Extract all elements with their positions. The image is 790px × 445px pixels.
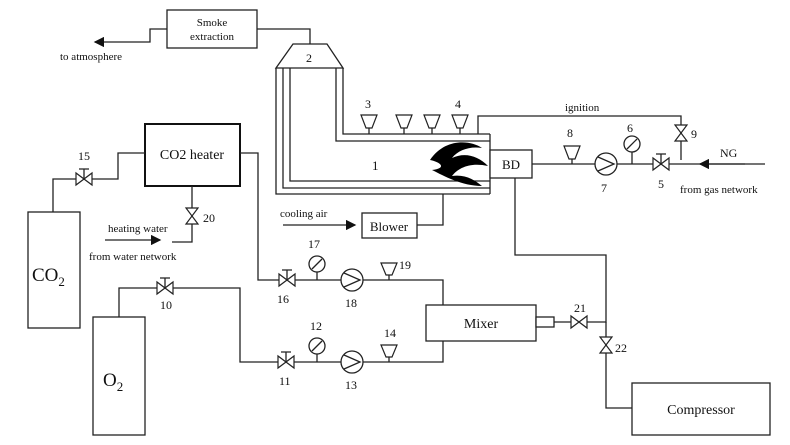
bd-label: BD bbox=[502, 157, 520, 172]
valve-16 bbox=[278, 269, 296, 288]
label-9: 9 bbox=[691, 127, 697, 141]
label-4: 4 bbox=[455, 97, 461, 111]
furnace-outer-wall bbox=[275, 68, 490, 195]
co2-heater-label: CO2 heater bbox=[160, 148, 224, 163]
furnace-wall-inner-top-2 bbox=[335, 68, 490, 142]
smoke-extraction-label-2: extraction bbox=[190, 31, 234, 43]
gauge-17 bbox=[308, 255, 326, 280]
label-1: 1 bbox=[372, 158, 379, 173]
label-6: 6 bbox=[627, 121, 633, 135]
label-7: 7 bbox=[601, 181, 607, 195]
blower-box bbox=[361, 212, 418, 239]
sensor-8 bbox=[563, 145, 581, 164]
atmosphere-outlet-line bbox=[93, 28, 167, 48]
furnace-wall-3 bbox=[289, 68, 490, 182]
heater-outlet-line bbox=[240, 152, 280, 281]
co2-heater-box bbox=[144, 123, 241, 187]
label-18: 18 bbox=[345, 296, 357, 310]
co2-cylinder bbox=[27, 211, 81, 329]
sensor-4 bbox=[451, 114, 469, 134]
label-10: 10 bbox=[160, 298, 172, 312]
bd-burner-box bbox=[489, 149, 533, 179]
valve-22 bbox=[598, 336, 614, 354]
sensor-3c bbox=[423, 114, 441, 134]
label-13: 13 bbox=[345, 378, 357, 392]
valve-11 bbox=[277, 351, 295, 370]
to-atmosphere-label: to atmosphere bbox=[60, 51, 122, 63]
label-19: 19 bbox=[399, 258, 411, 272]
compressor-line bbox=[605, 322, 632, 409]
o2-cylinder-label: O2 bbox=[103, 370, 123, 394]
hood-to-extraction-line bbox=[257, 28, 311, 44]
blower-label: Blower bbox=[370, 219, 409, 234]
gauge-6 bbox=[623, 135, 641, 164]
ng-label: NG bbox=[720, 146, 738, 160]
pump-18 bbox=[340, 268, 364, 292]
co2-branch-line bbox=[280, 279, 444, 305]
heating-water-label: heating water bbox=[108, 223, 168, 235]
from-water-network-label: from water network bbox=[89, 251, 177, 263]
smoke-extraction-label-1: Smoke bbox=[197, 17, 228, 29]
label-12: 12 bbox=[310, 319, 322, 333]
label-14: 14 bbox=[384, 326, 396, 340]
ignition-label: ignition bbox=[565, 102, 600, 114]
valve-20 bbox=[184, 207, 200, 225]
label-3: 3 bbox=[365, 97, 371, 111]
valve-9 bbox=[673, 124, 689, 142]
label-8: 8 bbox=[567, 126, 573, 140]
mixer-nozzle bbox=[535, 316, 555, 328]
furnace-wall-inner-top-1 bbox=[342, 68, 490, 135]
label-20: 20 bbox=[203, 211, 215, 225]
mixer-box bbox=[425, 304, 537, 342]
mixer-label: Mixer bbox=[464, 317, 499, 332]
o2-supply-line bbox=[118, 287, 444, 363]
valve-21 bbox=[570, 314, 588, 330]
valve-15 bbox=[75, 168, 93, 187]
heating-water-line bbox=[172, 186, 193, 243]
co2-cylinder-label: CO2 bbox=[32, 265, 65, 289]
from-gas-network-label: from gas network bbox=[680, 184, 758, 196]
blower-to-furnace-line bbox=[417, 194, 444, 226]
flame-icon bbox=[430, 142, 488, 186]
label-16: 16 bbox=[277, 292, 289, 306]
compressor-box bbox=[631, 382, 771, 436]
furnace-wall-2 bbox=[282, 68, 490, 189]
label-2: 2 bbox=[306, 51, 312, 65]
valve-5 bbox=[652, 153, 670, 172]
co2-supply-line bbox=[52, 152, 145, 212]
gauge-12 bbox=[308, 337, 326, 362]
label-11: 11 bbox=[279, 374, 291, 388]
label-15: 15 bbox=[78, 149, 90, 163]
compressor-label: Compressor bbox=[667, 403, 735, 418]
bd-to-compressor-line bbox=[514, 178, 607, 306]
label-22: 22 bbox=[615, 341, 627, 355]
cooling-air-label: cooling air bbox=[280, 208, 328, 220]
sensor-3 bbox=[360, 114, 378, 134]
pump-7 bbox=[594, 152, 618, 176]
label-17: 17 bbox=[308, 237, 320, 251]
label-21: 21 bbox=[574, 301, 586, 315]
sensor-14 bbox=[380, 344, 398, 362]
pump-13 bbox=[340, 350, 364, 374]
label-5: 5 bbox=[658, 177, 664, 191]
sensor-3b bbox=[395, 114, 413, 134]
o2-cylinder bbox=[92, 316, 146, 436]
sensor-19 bbox=[380, 262, 398, 280]
valve-10 bbox=[156, 277, 174, 296]
